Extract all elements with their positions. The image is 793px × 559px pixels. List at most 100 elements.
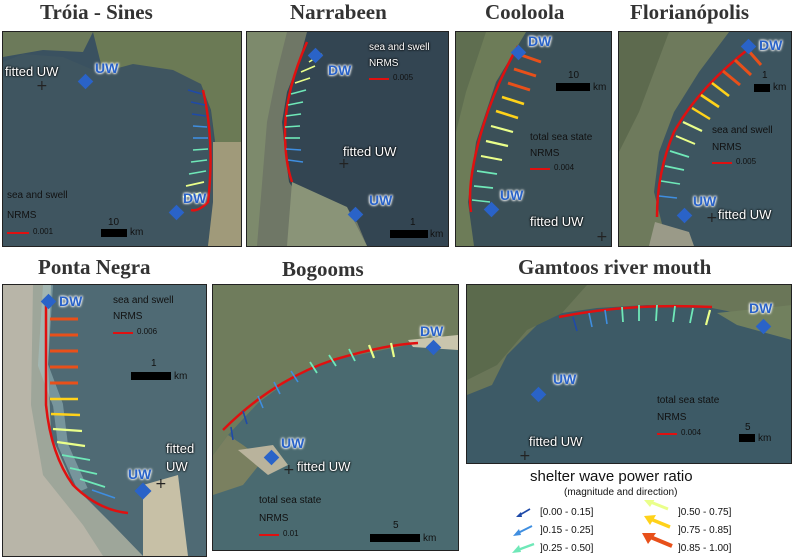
nrms-value-floripa: 0.005: [736, 157, 757, 166]
dw-label-gamtoos: DW: [749, 300, 773, 316]
legend-title: shelter wave power ratio: [530, 468, 693, 485]
scale-num-gamtoos: 5: [745, 422, 751, 433]
fitted-label-cooloola: fitted UW: [530, 214, 584, 229]
dw-label-narrabeen: DW: [328, 62, 352, 78]
scale-num-floripa: 1: [762, 70, 768, 81]
uw-label-cooloola: UW: [500, 187, 524, 203]
uw-label-bogooms: UW: [281, 435, 305, 451]
nrms-label-cooloola: NRMS: [530, 148, 560, 159]
scalebar-gamtoos: [739, 434, 755, 442]
scale-unit-bogooms: km: [423, 533, 437, 544]
map-pontanegra: +: [3, 285, 206, 556]
map-bogooms: +: [213, 285, 458, 550]
map-panel-gamtoos[interactable]: + DW UW fitted UW total sea state NRMS 0…: [466, 284, 792, 464]
nrms-value-troia: 0.001: [33, 227, 54, 236]
map-floripa: +: [619, 32, 791, 246]
fitted-cross-bogooms: +: [283, 462, 295, 478]
fitted-label-bogooms: fitted UW: [297, 459, 351, 474]
uw-label-gamtoos: UW: [553, 371, 577, 387]
state-floripa: sea and swell: [712, 125, 773, 136]
nrms-value-bogooms: 0.01: [283, 529, 299, 538]
scalebar-narrabeen: [390, 230, 428, 238]
uw-label-narrabeen: UW: [369, 192, 393, 208]
legend-item-2: ]0.15 - 0.25]: [540, 525, 594, 536]
fitted-label-pontanegra-1: fitted: [166, 441, 195, 456]
legend-item-4: ]0.50 - 0.75]: [678, 507, 732, 518]
uw-label-troia: UW: [95, 60, 119, 76]
legend-item-3: ]0.25 - 0.50]: [540, 543, 594, 554]
scalebar-pontanegra: [131, 372, 171, 380]
fitted-label-floripa: fitted UW: [718, 207, 772, 222]
scalebar-troia: [101, 229, 127, 237]
nrms-label-troia: NRMS: [7, 210, 37, 221]
state-pontanegra: sea and swell: [113, 295, 174, 306]
legend-arrows: [512, 500, 673, 553]
legend-subtitle: (magnitude and direction): [564, 487, 678, 498]
nrms-line-troia: [7, 232, 29, 234]
nrms-value-pontanegra: 0.006: [137, 327, 158, 336]
state-narrabeen: sea and swell: [369, 42, 430, 53]
map-panel-bogooms[interactable]: + DW UW fitted UW total sea state NRMS 0…: [212, 284, 459, 551]
nrms-value-cooloola: 0.004: [554, 163, 575, 172]
fitted-cross-narrabeen: +: [338, 156, 350, 172]
fitted-label-pontanegra-2: UW: [166, 459, 188, 474]
scalebar-bogooms: [370, 534, 420, 542]
map-panel-pontanegra[interactable]: + DW UW fitted UW sea and swell NRMS 0.0…: [2, 284, 207, 557]
scale-num-pontanegra: 1: [151, 358, 157, 369]
scale-unit-gamtoos: km: [758, 433, 772, 444]
state-cooloola: total sea state: [530, 132, 593, 143]
fitted-cross-floripa: +: [706, 210, 718, 226]
nrms-label-floripa: NRMS: [712, 142, 742, 153]
map-panel-floripa[interactable]: + DW UW fitted UW 1 km sea and swell NRM…: [618, 31, 792, 247]
nrms-label-gamtoos: NRMS: [657, 412, 687, 423]
nrms-label-narrabeen: NRMS: [369, 58, 399, 69]
fitted-label-gamtoos: fitted UW: [529, 434, 583, 449]
nrms-value-narrabeen: 0.005: [393, 73, 414, 82]
scale-unit-pontanegra: km: [174, 371, 188, 382]
arrows-troia: [182, 89, 209, 198]
map-panel-narrabeen[interactable]: + DW UW fitted UW sea and swell NRMS 0.0…: [246, 31, 449, 247]
legend-item-5: ]0.75 - 0.85]: [678, 525, 732, 536]
nrms-line-bogooms: [259, 534, 279, 536]
scale-num-bogooms: 5: [393, 520, 399, 531]
state-troia: sea and swell: [7, 190, 68, 201]
uw-label-pontanegra: UW: [128, 466, 152, 482]
map-gamtoos: +: [467, 285, 791, 463]
nrms-label-bogooms: NRMS: [259, 513, 289, 524]
title-pontanegra: Ponta Negra: [38, 255, 151, 279]
map-troia: +: [3, 32, 241, 246]
arrows-bogooms: [230, 342, 396, 441]
dw-label-bogooms: DW: [420, 323, 444, 339]
uw-label-floripa: UW: [693, 193, 717, 209]
map-panel-cooloola[interactable]: + DW UW fitted UW 10 km total sea state …: [455, 31, 612, 247]
scale-unit-narrabeen: km: [430, 229, 444, 240]
map-cooloola: +: [456, 32, 611, 246]
title-floripa: Florianópolis: [630, 0, 750, 24]
dw-label-floripa: DW: [759, 37, 783, 53]
uw-marker-pontanegra: [134, 482, 152, 500]
fitted-label-troia: fitted UW: [5, 64, 59, 79]
scale-num-cooloola: 10: [568, 70, 580, 81]
fitted-cross-cooloola: +: [596, 229, 608, 245]
scale-unit-floripa: km: [773, 82, 787, 93]
title-troia: Tróia - Sines: [40, 0, 153, 24]
legend-item-1: [0.00 - 0.15]: [540, 507, 594, 518]
scale-num-troia: 10: [108, 217, 120, 228]
title-gamtoos: Gamtoos river mouth: [518, 255, 712, 279]
legend-item-6: ]0.85 - 1.00]: [678, 543, 732, 554]
dw-label-cooloola: DW: [528, 33, 552, 49]
fitted-cross-gamtoos: +: [519, 448, 531, 463]
title-narrabeen: Narrabeen: [290, 0, 387, 24]
map-panel-troia[interactable]: + fitted UW UW DW sea and swell NRMS 0.0…: [2, 31, 242, 247]
dw-label-pontanegra: DW: [59, 293, 83, 309]
state-bogooms: total sea state: [259, 495, 322, 506]
map-narrabeen: +: [247, 32, 448, 246]
nrms-line-pontanegra: [113, 332, 133, 334]
title-bogooms: Bogooms: [282, 257, 364, 281]
nrms-line-floripa: [712, 162, 732, 164]
fitted-cross-troia: +: [36, 78, 48, 94]
scalebar-cooloola: [556, 83, 590, 91]
nrms-label-pontanegra: NRMS: [113, 311, 143, 322]
arrows-cooloola: [471, 53, 542, 203]
scale-unit-troia: km: [130, 227, 144, 238]
